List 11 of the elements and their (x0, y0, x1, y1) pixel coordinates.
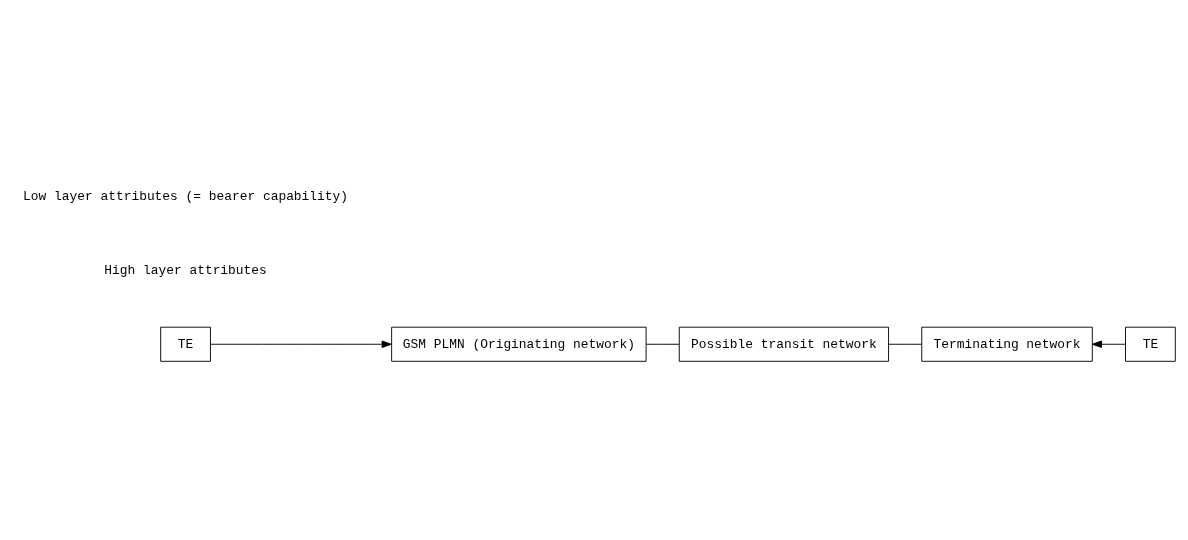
arrow (1091, 340, 1126, 348)
node-box: Terminating network (921, 326, 1093, 362)
node-box: TE (160, 326, 211, 362)
label: High layer attributes (104, 262, 267, 278)
node-box: GSM PLMN (Originating network) (391, 326, 647, 362)
node-box: Possible transit network (678, 326, 889, 362)
arrow (210, 340, 392, 348)
node-box: TE (1125, 326, 1176, 362)
connector (888, 343, 922, 345)
label: Low layer attributes (= bearer capability) (23, 188, 349, 204)
connector (645, 343, 680, 345)
